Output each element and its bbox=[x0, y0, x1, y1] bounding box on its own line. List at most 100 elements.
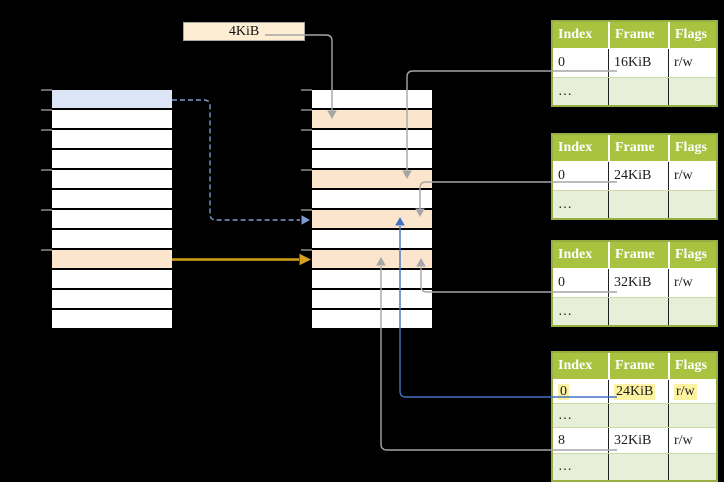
table-row-ellipsis: … bbox=[553, 453, 716, 480]
table-body: 0 24KiB r/w … 8 32KiB r/w … bbox=[553, 380, 716, 480]
table-cell: 0 bbox=[553, 269, 608, 297]
cell-value: r/w bbox=[674, 55, 693, 70]
cell-value: 8 bbox=[558, 432, 565, 448]
cell-value: 24KiB bbox=[614, 168, 652, 183]
memory-row bbox=[312, 110, 432, 130]
table-row: 8 32KiB r/w bbox=[553, 427, 716, 453]
connector-left-to-middle-dashed bbox=[172, 99, 300, 221]
table-row: 0 24KiB r/w bbox=[553, 162, 716, 190]
table-cell: … bbox=[553, 298, 608, 325]
table-cell bbox=[608, 404, 668, 427]
memory-row bbox=[312, 90, 432, 110]
memory-row bbox=[312, 290, 432, 310]
table-cell: 0 bbox=[553, 380, 608, 403]
memory-row bbox=[312, 250, 432, 270]
memory-row bbox=[52, 150, 172, 170]
table-cell bbox=[608, 191, 668, 218]
memory-row bbox=[52, 230, 172, 250]
highlighted-value: 24KiB bbox=[614, 383, 656, 400]
table-cell bbox=[668, 78, 716, 105]
cell-value: 32KiB bbox=[614, 432, 652, 448]
table-cell: 24KiB bbox=[608, 162, 668, 190]
table-cell bbox=[608, 454, 668, 480]
table-cell: … bbox=[553, 191, 608, 218]
column-header-index: Index bbox=[558, 140, 593, 155]
table-body: 0 16KiB r/w … bbox=[553, 49, 716, 105]
table-cell: r/w bbox=[668, 162, 716, 190]
column-header-flags: Flags bbox=[668, 135, 716, 161]
table-cell: … bbox=[553, 454, 608, 480]
memory-row bbox=[52, 170, 172, 190]
table-cell: … bbox=[553, 404, 608, 427]
table-cell: 0 bbox=[553, 49, 608, 77]
cell-value: … bbox=[558, 83, 572, 99]
highlighted-value: r/w bbox=[674, 383, 697, 400]
table-cell bbox=[668, 298, 716, 325]
table-cell: r/w bbox=[668, 380, 716, 403]
table-cell: r/w bbox=[668, 428, 716, 453]
table-cell: … bbox=[553, 78, 608, 105]
table-cell bbox=[668, 454, 716, 480]
table-row: 0 32KiB r/w bbox=[553, 269, 716, 297]
table-cell: 32KiB bbox=[608, 269, 668, 297]
column-header-flags: Flags bbox=[668, 22, 716, 48]
table-row-ellipsis: … bbox=[553, 297, 716, 325]
column-header-frame: Frame bbox=[608, 135, 668, 161]
column-header-flags: Flags bbox=[668, 242, 716, 268]
table-cell: r/w bbox=[668, 269, 716, 297]
column-header-index: Index bbox=[558, 247, 593, 262]
memory-row bbox=[312, 130, 432, 150]
table-cell: 32KiB bbox=[608, 428, 668, 453]
cell-value: 0 bbox=[558, 55, 565, 70]
arrowhead-right-icon bbox=[299, 253, 311, 266]
memory-row bbox=[312, 190, 432, 210]
highlighted-value: 0 bbox=[558, 383, 569, 400]
memory-row bbox=[312, 210, 432, 230]
memory-row bbox=[312, 170, 432, 190]
table-cell: r/w bbox=[668, 49, 716, 77]
column-header-flags: Flags bbox=[668, 353, 716, 379]
cell-value: r/w bbox=[674, 432, 693, 448]
cell-value: 32KiB bbox=[614, 275, 652, 290]
table-cell: 8 bbox=[553, 428, 608, 453]
column-header-frame: Frame bbox=[608, 353, 668, 379]
page-size-label-box: 4KiB bbox=[183, 22, 305, 41]
table-cell: 24KiB bbox=[608, 380, 668, 403]
cell-value: … bbox=[558, 459, 572, 474]
arrowhead-right-icon bbox=[301, 215, 310, 225]
column-header-index: Index bbox=[558, 27, 593, 42]
memory-row bbox=[312, 310, 432, 330]
memory-row bbox=[52, 270, 172, 290]
cell-value: 16KiB bbox=[614, 55, 652, 70]
table-row: 0 16KiB r/w bbox=[553, 49, 716, 77]
cell-value: r/w bbox=[674, 168, 693, 183]
table-row: 0 24KiB r/w bbox=[553, 380, 716, 403]
memory-row bbox=[52, 130, 172, 150]
cell-value: 0 bbox=[558, 275, 565, 290]
cell-value: … bbox=[558, 407, 572, 423]
memory-row bbox=[52, 310, 172, 330]
table-cell bbox=[608, 78, 668, 105]
memory-row bbox=[52, 90, 172, 110]
cell-value: … bbox=[558, 303, 572, 319]
memory-row bbox=[52, 210, 172, 230]
table-cell bbox=[608, 298, 668, 325]
table-body: 0 32KiB r/w … bbox=[553, 269, 716, 325]
middle-memory-column bbox=[312, 88, 432, 330]
cell-value: … bbox=[558, 196, 572, 212]
memory-row bbox=[312, 150, 432, 170]
column-header-frame: Frame bbox=[608, 242, 668, 268]
memory-row bbox=[312, 230, 432, 250]
memory-row bbox=[52, 110, 172, 130]
table-cell: 16KiB bbox=[608, 49, 668, 77]
table-cell: 0 bbox=[553, 162, 608, 190]
